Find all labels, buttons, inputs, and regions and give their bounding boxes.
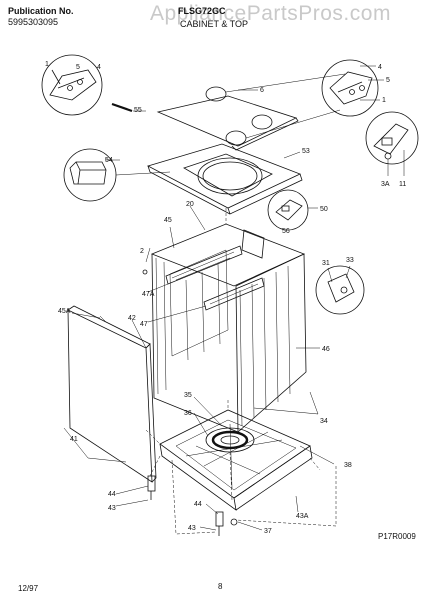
- callout-5b: 5: [386, 77, 390, 84]
- callout-4b: 4: [378, 64, 382, 71]
- publication-label: Publication No.: [8, 6, 74, 16]
- callout-55: 55: [134, 107, 142, 114]
- lid-switch-detail: [365, 111, 419, 176]
- callout-42: 42: [128, 315, 136, 322]
- callout-38: 38: [344, 462, 352, 469]
- callout-2: 2: [140, 248, 144, 255]
- callout-47a: 47A: [142, 291, 155, 298]
- cabinet-bracket-detail: [315, 265, 365, 315]
- callout-1: 1: [45, 61, 49, 68]
- callout-44b: 44: [194, 501, 202, 508]
- hinge-detail-left: [41, 54, 103, 116]
- screw-part: [111, 102, 146, 113]
- callout-45: 45: [164, 217, 172, 224]
- callout-6: 6: [260, 87, 264, 94]
- diagram-code: P17R0009: [378, 532, 416, 541]
- watermark: AppliancePartsPros.com: [150, 2, 391, 25]
- callout-36: 36: [184, 410, 192, 417]
- callout-3a: 3A: [381, 181, 390, 188]
- alignment-dashes: [145, 208, 337, 535]
- callout-5: 5: [76, 64, 80, 71]
- callout-53: 53: [302, 148, 310, 155]
- cabinet: [142, 223, 307, 433]
- callout-41: 41: [70, 436, 78, 443]
- callout-47: 47: [140, 321, 148, 328]
- front-panel: [67, 305, 157, 483]
- callout-43a-upper: 43A: [296, 513, 309, 520]
- hinge-detail-right: [321, 59, 384, 117]
- callout-20: 20: [186, 201, 194, 208]
- callout-43b: 43: [188, 525, 196, 532]
- bracket-detail: [267, 189, 318, 231]
- callout-11: 11: [399, 181, 406, 188]
- callout-43: 43: [108, 505, 116, 512]
- leveling-legs: [147, 475, 238, 536]
- callout-37: 37: [264, 528, 272, 535]
- callout-31: 31: [322, 260, 330, 267]
- callout-46: 46: [322, 346, 330, 353]
- callout-35: 35: [184, 392, 192, 399]
- page-number: 8: [218, 582, 223, 591]
- leader-lines: [63, 205, 335, 531]
- callout-1b: 1: [382, 97, 386, 104]
- section-title: CABINET & TOP: [180, 19, 249, 29]
- callout-54: 54: [105, 157, 113, 164]
- base-frame: [159, 409, 313, 511]
- callout-44: 44: [108, 491, 116, 498]
- lid-panel: [156, 73, 346, 151]
- callout-56: 56: [282, 228, 290, 235]
- callout-33: 33: [346, 257, 354, 264]
- callout-50: 50: [320, 206, 328, 213]
- publication-number: 5995303095: [8, 17, 59, 27]
- footer-date: 12/97: [18, 584, 39, 593]
- dispenser-cup-detail: [63, 148, 171, 202]
- callout-34: 34: [320, 418, 328, 425]
- callout-45a: 45A: [58, 308, 71, 315]
- model-number: FLSG72GC: [178, 6, 226, 16]
- top-panel: [146, 143, 303, 215]
- callout-4: 4: [97, 64, 101, 71]
